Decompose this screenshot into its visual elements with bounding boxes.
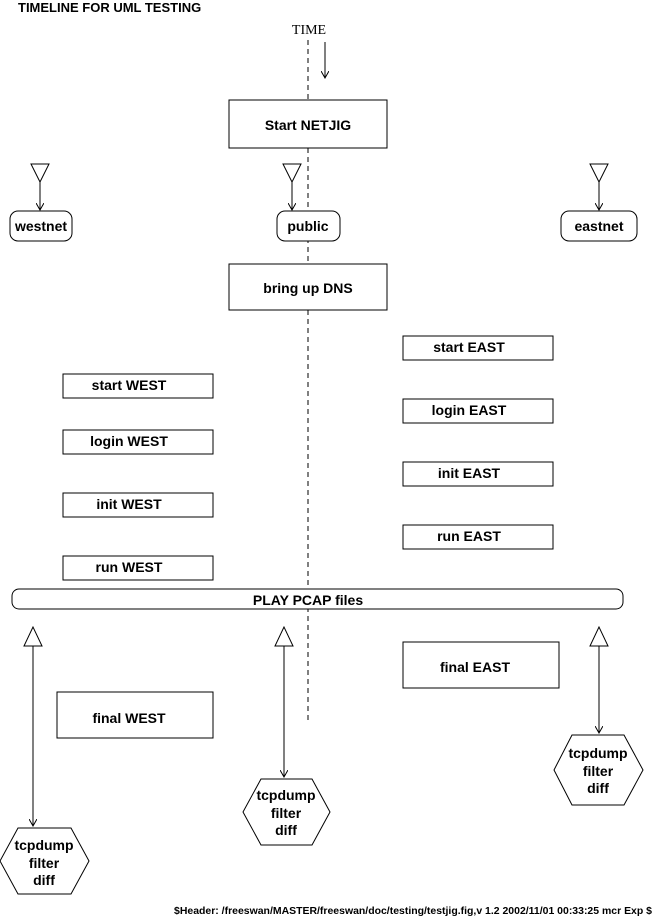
play-pcap-label: PLAY PCAP files	[253, 592, 363, 608]
rcs-header-text: $Header: /freeswan/MASTER/freeswan/doc/t…	[174, 906, 652, 917]
diagram-title: TIMELINE FOR UML TESTING	[18, 0, 201, 15]
final-east-label: final EAST	[440, 659, 510, 675]
run-west-label: run WEST	[96, 559, 163, 575]
start-west-label: start WEST	[92, 377, 167, 393]
tcpdump-east-hexagon: tcpdump filter diff	[553, 734, 644, 806]
eastnet-tap	[589, 163, 609, 209]
public-node: public	[276, 210, 341, 242]
init-west-label: init WEST	[96, 496, 162, 512]
run-east-label: run EAST	[437, 528, 501, 544]
tcpdump-east-line2: filter	[583, 763, 614, 779]
westnet-label: westnet	[14, 218, 67, 234]
eastnet-node: eastnet	[560, 210, 638, 242]
westnet-tap	[30, 163, 50, 209]
init-east-box: init EAST	[402, 461, 554, 487]
west-capture-tap-icon	[23, 625, 43, 647]
start-west-box: start WEST	[62, 373, 214, 399]
final-east-box: final EAST	[402, 641, 560, 689]
west-capture-tap	[23, 625, 43, 825]
public-tap-icon	[282, 163, 302, 184]
westnet-node: westnet	[9, 210, 73, 242]
eastnet-label: eastnet	[574, 218, 623, 234]
bring-up-dns-label: bring up DNS	[263, 280, 352, 296]
start-netjig-label: Start NETJIG	[265, 117, 351, 133]
start-east-label: start EAST	[433, 339, 505, 355]
east-capture-tap-icon	[589, 625, 609, 647]
time-label: TIME	[292, 23, 326, 38]
east-capture-tap	[589, 625, 609, 732]
public-tap	[282, 163, 302, 209]
final-west-label: final WEST	[92, 710, 166, 726]
login-east-box: login EAST	[402, 398, 554, 424]
start-netjig-box: Start NETJIG	[228, 99, 388, 149]
login-west-label: login WEST	[90, 433, 168, 449]
tcpdump-public-line2: filter	[271, 805, 302, 821]
tcpdump-west-line2: filter	[29, 855, 60, 871]
eastnet-tap-icon	[589, 163, 609, 184]
login-west-box: login WEST	[62, 429, 214, 455]
tcpdump-east-line3: diff	[587, 780, 609, 796]
public-capture-tap-icon	[274, 625, 294, 647]
bring-up-dns-box: bring up DNS	[228, 263, 388, 311]
tcpdump-west-line3: diff	[33, 872, 55, 888]
play-pcap-bar: PLAY PCAP files	[11, 588, 624, 610]
final-west-box: final WEST	[56, 691, 214, 739]
tcpdump-west-hexagon: tcpdump filter diff	[0, 827, 90, 895]
init-east-label: init EAST	[438, 465, 501, 481]
public-label: public	[287, 218, 328, 234]
start-east-box: start EAST	[402, 335, 554, 361]
login-east-label: login EAST	[432, 402, 507, 418]
tcpdump-public-hexagon: tcpdump filter diff	[242, 778, 331, 846]
tcpdump-public-line1: tcpdump	[256, 787, 315, 803]
tcpdump-public-line3: diff	[275, 822, 297, 838]
init-west-box: init WEST	[62, 492, 214, 518]
tcpdump-west-line1: tcpdump	[14, 837, 73, 853]
westnet-tap-icon	[30, 163, 50, 184]
public-capture-tap	[274, 625, 294, 776]
tcpdump-east-line1: tcpdump	[568, 745, 627, 761]
run-west-box: run WEST	[62, 555, 214, 581]
run-east-box: run EAST	[402, 524, 554, 550]
